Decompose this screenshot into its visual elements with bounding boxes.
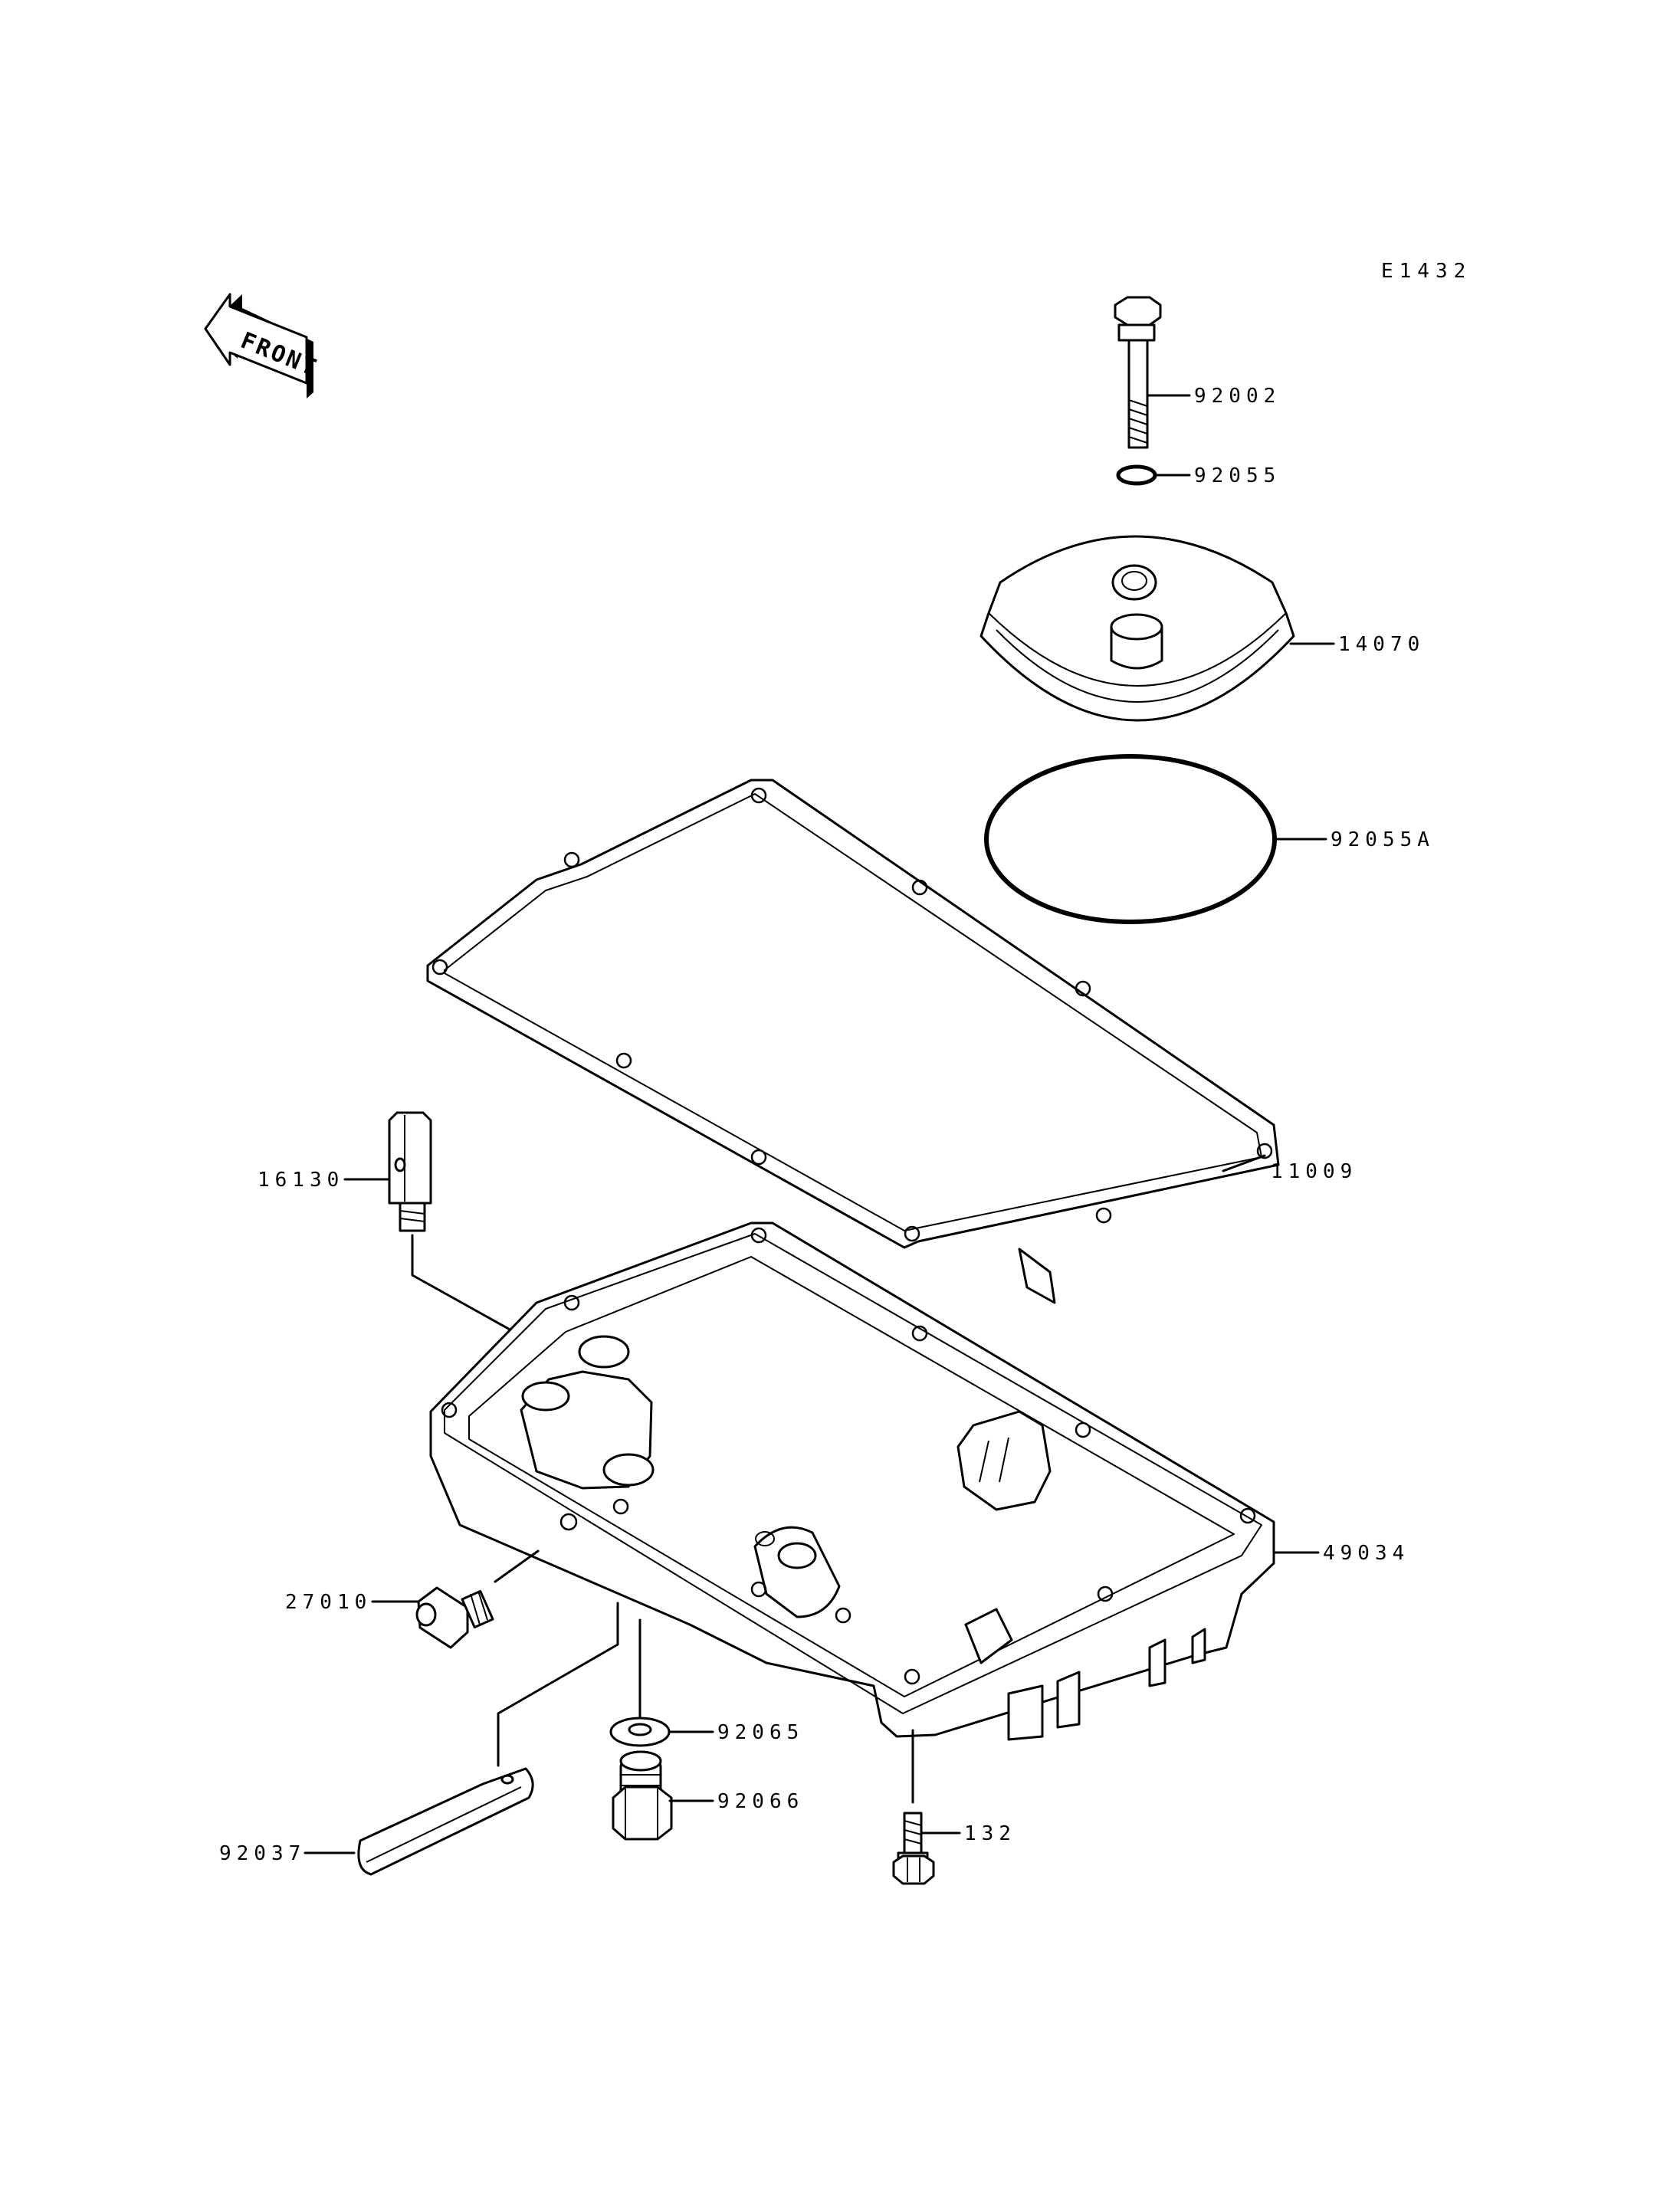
callout-92065: 92065: [717, 1721, 804, 1744]
o-ring-92055: [1116, 464, 1157, 486]
leader-27010-to-pan: [494, 1549, 540, 1583]
bolt-132: [892, 1812, 935, 1885]
callout-11009: 11009: [1271, 1160, 1357, 1183]
leader-92037-to-pan: [497, 1602, 619, 1767]
callout-92066: 92066: [717, 1790, 804, 1813]
cover-14070: [979, 535, 1295, 722]
callout-14070: 14070: [1338, 633, 1425, 656]
callout-92055: 92055: [1194, 464, 1281, 487]
callout-132: 132: [964, 1822, 1016, 1845]
callout-27010: 27010: [285, 1591, 372, 1614]
leader-11009: [1222, 1154, 1266, 1172]
fitting-16130: [388, 1111, 432, 1232]
gasket-11009: [426, 779, 1280, 1249]
front-arrow-icon: FRONT: [204, 293, 322, 398]
callout-16130: 16130: [258, 1169, 344, 1192]
drain-plug-92066: [612, 1750, 673, 1841]
strap-92037: [357, 1767, 534, 1876]
switch-27010: [415, 1586, 494, 1649]
diagram-code: E1432: [1381, 260, 1472, 283]
leader-16130-to-pan: [411, 1234, 546, 1350]
callout-92055A: 92055A: [1331, 828, 1435, 851]
washer-92065: [609, 1717, 671, 1747]
oil-pan-49034: [429, 1221, 1275, 1741]
callout-49034: 49034: [1323, 1542, 1409, 1565]
callout-92037: 92037: [219, 1842, 306, 1865]
o-ring-92055A: [984, 754, 1277, 924]
callout-92002: 92002: [1194, 385, 1281, 408]
bolt-92002: [1114, 296, 1162, 449]
